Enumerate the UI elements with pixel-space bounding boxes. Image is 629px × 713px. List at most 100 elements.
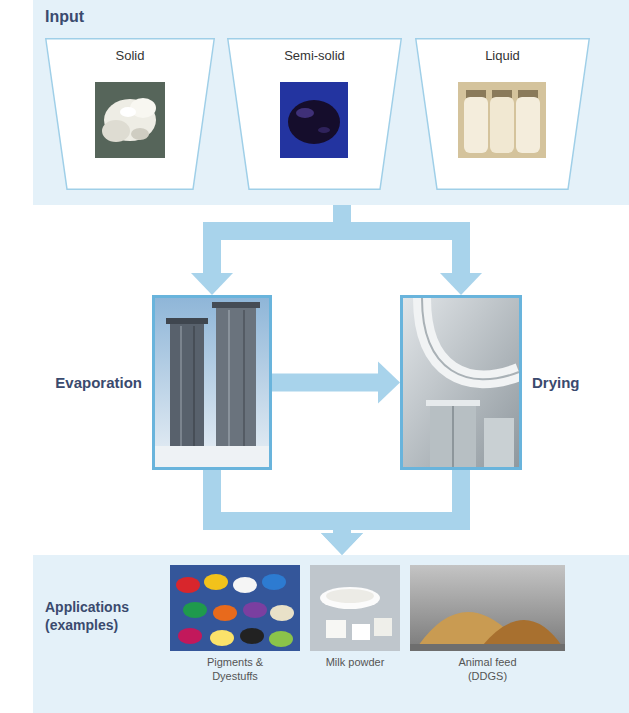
milk-powder-photo (326, 589, 374, 603)
funnel-fill (45, 38, 590, 190)
arrow-head (191, 273, 233, 295)
panel-heading: Input (45, 8, 84, 26)
dryer-photo (403, 298, 519, 467)
flow-arrow (191, 205, 342, 295)
evaporator-photo (216, 306, 256, 450)
pigments-photo (240, 628, 264, 644)
input-funnel: Semi-solid (227, 38, 402, 190)
milk-powder-photo (310, 565, 400, 651)
panel-ground (33, 0, 629, 713)
input-panel: InputSolid Semi-solid Liquid (33, 0, 629, 205)
animal-feed-photo (410, 565, 565, 651)
dryer-photo (426, 400, 480, 406)
liquid-photo (458, 82, 546, 158)
solid-photo (131, 128, 149, 140)
evaporator-photo (180, 326, 182, 450)
applications-panel: Applications (examples) Pigments & Dyestu… (33, 555, 629, 713)
animal-feed-photo (482, 620, 562, 646)
flow-line (212, 470, 342, 534)
input-funnel: Solid (45, 38, 215, 190)
arrow-head (321, 533, 363, 555)
milk-powder-photo (320, 587, 380, 609)
evaporator-photo (243, 310, 245, 450)
animal-feed-photo (410, 565, 565, 651)
funnel-fill (227, 38, 402, 190)
evaporator-photo (228, 310, 230, 450)
milk-powder-photo (352, 624, 370, 640)
application-caption: Milk powder (310, 656, 400, 670)
solid-photo (95, 82, 165, 158)
flow-arrow (342, 205, 482, 295)
pigments-photo (170, 565, 300, 651)
solid-photo (102, 120, 130, 142)
funnel-fill (415, 38, 590, 190)
process-label: Evaporation (55, 374, 142, 391)
liquid-photo (490, 97, 514, 153)
pigments-photo (176, 577, 200, 593)
evaporator-photo (155, 446, 269, 467)
pigments-photo (183, 602, 207, 618)
input-label: Semi-solid (227, 38, 402, 63)
liquid-photo (464, 97, 488, 153)
pigments-photo (178, 628, 202, 644)
dryer-photo (452, 406, 454, 467)
pigments-photo (170, 565, 300, 651)
evaporator-photo (193, 326, 195, 450)
dryer-photo (403, 298, 519, 467)
funnel-outline (416, 39, 590, 190)
semi-solid-photo (280, 82, 348, 158)
arrow-head (440, 273, 482, 295)
process-box: Evaporation (152, 295, 272, 470)
input-label: Solid (45, 38, 215, 63)
solid-photo (95, 82, 165, 158)
arrow-head (321, 533, 363, 555)
dryer-photo (422, 298, 519, 379)
evaporator-photo (212, 302, 260, 308)
liquid-photo (458, 82, 546, 158)
evaporator-photo (166, 318, 208, 324)
evaporator-photo (155, 298, 269, 467)
solid-photo (120, 107, 136, 117)
flow-arrow (272, 362, 400, 404)
dryer-photo (430, 402, 476, 467)
application-caption: Animal feed (DDGS) (448, 656, 528, 684)
funnel-fill (45, 38, 215, 190)
application-caption: Pigments & Dyestuffs (195, 656, 275, 684)
evaporator-photo (170, 322, 204, 450)
flow-line (342, 470, 461, 534)
flow-line (212, 205, 342, 274)
flow-arrow (321, 470, 461, 555)
evaporator-photo (155, 298, 269, 467)
application-photo: Milk powder (310, 565, 400, 651)
pigments-photo (213, 605, 237, 621)
application-photo: Animal feed (DDGS) (410, 565, 565, 651)
pigments-photo (243, 602, 267, 618)
dryer-photo (484, 418, 514, 467)
funnel-outline (228, 39, 402, 190)
pigments-photo (233, 577, 257, 593)
pigments-photo (270, 605, 294, 621)
liquid-photo (492, 90, 512, 98)
semi-solid-photo (296, 108, 314, 118)
dryer-photo (422, 298, 519, 379)
milk-powder-photo (374, 618, 392, 636)
milk-powder-photo (310, 565, 400, 651)
liquid-photo (466, 90, 486, 98)
liquid-photo (518, 90, 538, 98)
input-funnel: Liquid (415, 38, 590, 190)
semi-solid-photo (288, 100, 340, 144)
pigments-photo (204, 574, 228, 590)
pigments-photo (262, 574, 286, 590)
panel-heading: Applications (examples) (45, 599, 157, 634)
process-label: Drying (532, 374, 580, 391)
pigments-photo (210, 630, 234, 646)
input-label: Liquid (415, 38, 590, 63)
semi-solid-photo (318, 127, 330, 133)
pigments-photo (269, 631, 293, 647)
liquid-photo (516, 97, 540, 153)
flow-line (272, 374, 379, 392)
semi-solid-photo (280, 82, 348, 158)
arrow-head (378, 362, 400, 404)
panel-ground (33, 555, 629, 713)
